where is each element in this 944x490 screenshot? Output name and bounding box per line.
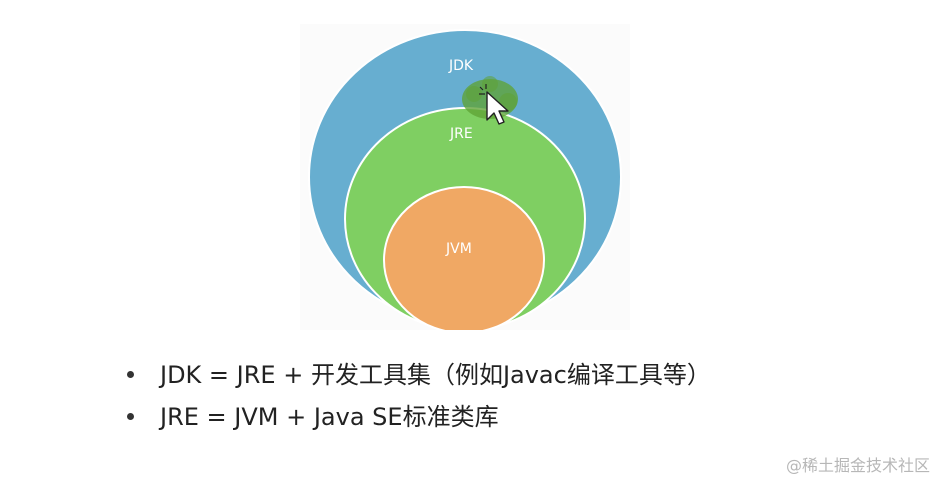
nested-circles-diagram: JDK JRE JVM <box>308 29 622 330</box>
jre-definition-item: JRE = JVM + Java SE标准类库 <box>124 396 824 438</box>
jre-label: JRE <box>449 126 473 142</box>
highlight-blob-part <box>466 86 482 102</box>
jre-definition-text: JRE = JVM + Java SE标准类库 <box>160 403 499 431</box>
jdk-label: JDK <box>448 58 474 74</box>
bullet-dot-icon <box>127 371 134 378</box>
watermark: @稀土掘金技术社区 <box>785 456 930 475</box>
highlight-blob-part <box>482 76 498 92</box>
bullet-dot-icon <box>127 413 134 420</box>
definition-list: JDK = JRE + 开发工具集（例如Javac编译工具等） JRE = JV… <box>124 354 824 438</box>
jvm-circle <box>383 186 545 330</box>
jdk-definition-item: JDK = JRE + 开发工具集（例如Javac编译工具等） <box>124 354 824 396</box>
jvm-label: JVM <box>445 241 472 257</box>
arrow-cursor-icon <box>479 84 509 125</box>
jdk-jre-jvm-diagram: JDK JRE JVM <box>300 24 630 330</box>
jdk-definition-text: JDK = JRE + 开发工具集（例如Javac编译工具等） <box>160 361 711 389</box>
